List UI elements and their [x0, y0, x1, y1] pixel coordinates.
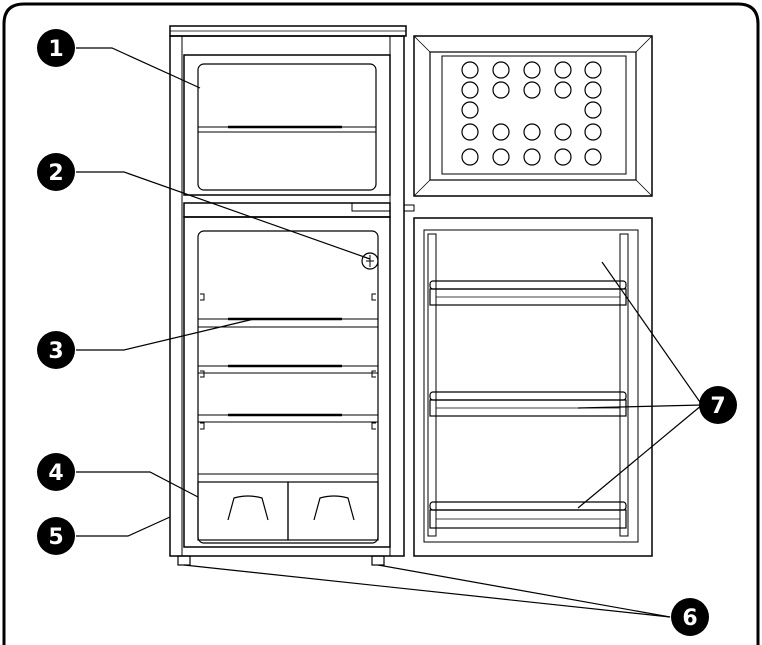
- ice-cube-cell: [523, 123, 541, 141]
- ice-cube-cell: [523, 81, 541, 99]
- callout-6: 6: [671, 598, 709, 636]
- fridge-compartment: [183, 216, 391, 548]
- crisper-drawers: [197, 473, 379, 541]
- ice-cube-cell: [554, 61, 572, 79]
- adjustable-feet: [177, 555, 385, 566]
- callout-label-1: 1: [48, 37, 63, 62]
- ice-cube-cell: [492, 61, 510, 79]
- callout-3: 3: [37, 331, 75, 369]
- callout-label-3: 3: [48, 339, 63, 364]
- ice-cube-cell: [523, 148, 541, 166]
- freezer-door: [413, 35, 653, 197]
- fridge-body: [169, 25, 407, 566]
- fridge-shelves: [197, 317, 379, 423]
- ice-cube-cell: [584, 81, 602, 99]
- ice-cube-cell: [461, 123, 479, 141]
- callout-label-5: 5: [48, 525, 63, 550]
- callout-label-7: 7: [710, 394, 725, 419]
- callout-1: 1: [37, 29, 75, 67]
- callout-label-4: 4: [48, 461, 63, 486]
- leader-lines: [76, 47, 703, 618]
- fridge-door: [413, 217, 653, 557]
- ice-cube-tray: [461, 61, 602, 166]
- ice-cube-cell: [461, 81, 479, 99]
- callout-5: 5: [37, 517, 75, 555]
- door-shelves: [429, 280, 627, 529]
- ice-cube-cell: [461, 148, 479, 166]
- ice-cube-cell: [584, 123, 602, 141]
- freezer-compartment: [183, 54, 391, 196]
- callout-7: 7: [699, 386, 737, 424]
- ice-cube-cell: [584, 101, 602, 119]
- callout-label-2: 2: [48, 161, 63, 186]
- ice-cube-cell: [461, 61, 479, 79]
- ice-cube-cell: [554, 148, 572, 166]
- callout-label-6: 6: [682, 606, 697, 631]
- ice-cube-cell: [492, 123, 510, 141]
- ice-cube-cell: [554, 81, 572, 99]
- thermostat-knob: [361, 252, 379, 270]
- ice-cube-cell: [523, 61, 541, 79]
- ice-cube-cell: [461, 101, 479, 119]
- ice-cube-cell: [554, 123, 572, 141]
- callout-2: 2: [37, 153, 75, 191]
- ice-cube-cell: [584, 148, 602, 166]
- ice-cube-cell: [492, 81, 510, 99]
- ice-cube-cell: [492, 148, 510, 166]
- ice-cube-cell: [584, 61, 602, 79]
- callout-4: 4: [37, 453, 75, 491]
